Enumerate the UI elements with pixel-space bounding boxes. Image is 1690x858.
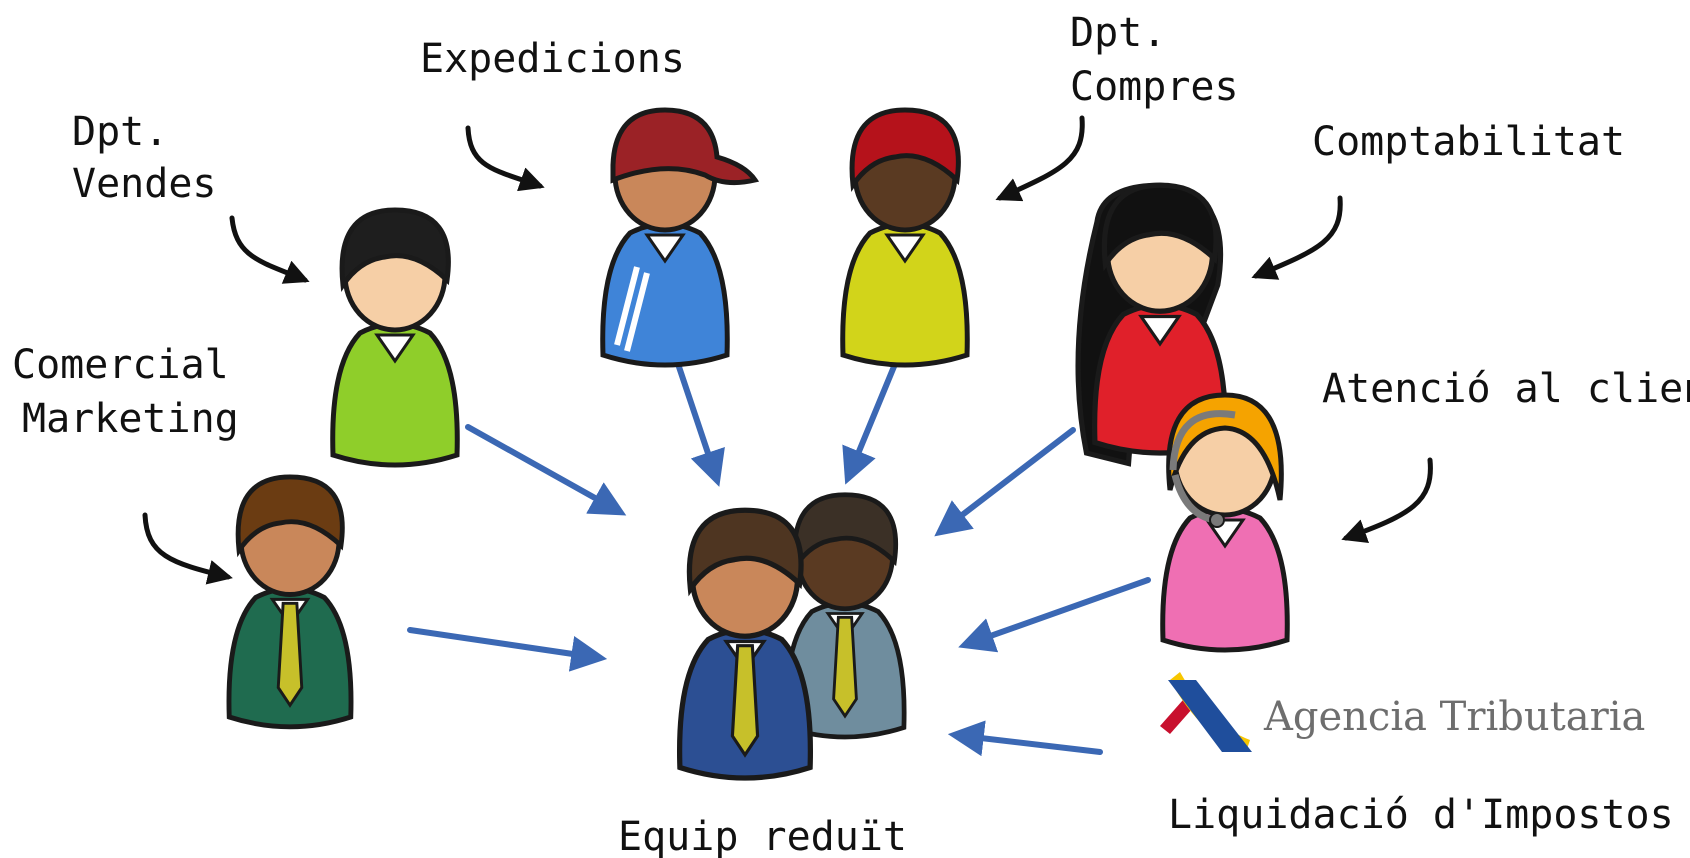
logo-text: Agencia Tributaria [1263, 694, 1645, 740]
expedicions-person-cap-icon [600, 107, 760, 368]
label-arrow-atencio [1341, 457, 1433, 543]
compres-person-icon [840, 107, 970, 368]
flow-arrow-impostos [947, 720, 1103, 757]
collar [1138, 314, 1182, 347]
vendes-person-icon [330, 207, 460, 468]
label-arrow-expedicions [465, 125, 545, 192]
label-dpt-compres-line2: Compres [1070, 64, 1239, 110]
flow-arrow-expedicions [672, 352, 725, 487]
label-liquidacio-impostos: Liquidació d'Impostos [1168, 792, 1674, 838]
tie [730, 644, 760, 758]
label-arrow-comptabilitat [1251, 195, 1343, 280]
label-comercial-line2: Marketing [22, 396, 239, 442]
label-dpt-vendes-line1: Dpt. [72, 109, 168, 155]
shirt [1160, 506, 1290, 653]
flow-arrow-atencio [958, 577, 1151, 653]
hair [792, 492, 898, 573]
headset-mic [1209, 512, 1225, 528]
flow-arrow-comptabilitat [934, 427, 1076, 537]
shirt [840, 221, 970, 368]
label-dpt-vendes-line2: Vendes [72, 161, 217, 207]
label-arrow-compres [995, 115, 1085, 202]
labels: Dpt. Vendes Expedicions Dpt. Compres Com… [12, 10, 1690, 858]
collar [374, 333, 416, 364]
people-layer [226, 107, 1290, 781]
comptabilitat-person-longhair-icon [1075, 182, 1229, 467]
cap [610, 107, 760, 186]
label-expedicions: Expedicions [420, 36, 685, 82]
logo-blue-stroke [1168, 680, 1252, 752]
label-comercial-line1: Comercial [12, 342, 229, 388]
label-comptabilitat: Comptabilitat [1312, 119, 1625, 165]
label-equip-reduit: Equip reduït [618, 814, 907, 858]
agencia-tributaria-logo: Agencia Tributaria [1160, 672, 1645, 752]
hair [339, 207, 451, 293]
label-arrow-comercial [142, 512, 233, 585]
hair [1101, 182, 1219, 272]
label-dpt-compres-line1: Dpt. [1070, 10, 1166, 56]
team-back-person-icon [783, 492, 907, 740]
hair [849, 107, 961, 193]
label-arrow-vendes [229, 215, 310, 284]
collar [644, 233, 686, 264]
flow-arrow-compres [842, 349, 903, 485]
flow-arrow-comercial [407, 627, 608, 672]
label-atencio-al-client: Atenció al client [1322, 366, 1690, 412]
hair [235, 474, 345, 558]
label-arrows [142, 115, 1433, 585]
tie [832, 615, 858, 719]
tie [276, 601, 304, 708]
collar [884, 233, 926, 264]
atencio-person-headset-icon [1160, 392, 1290, 653]
shirt-stripes [614, 266, 650, 352]
flow-arrows [407, 349, 1151, 757]
shirt [330, 321, 460, 468]
comercial-person-tie-icon [226, 474, 354, 730]
hair [686, 507, 804, 597]
team-front-person-icon [676, 507, 814, 781]
flow-arrow-vendes [465, 424, 627, 516]
